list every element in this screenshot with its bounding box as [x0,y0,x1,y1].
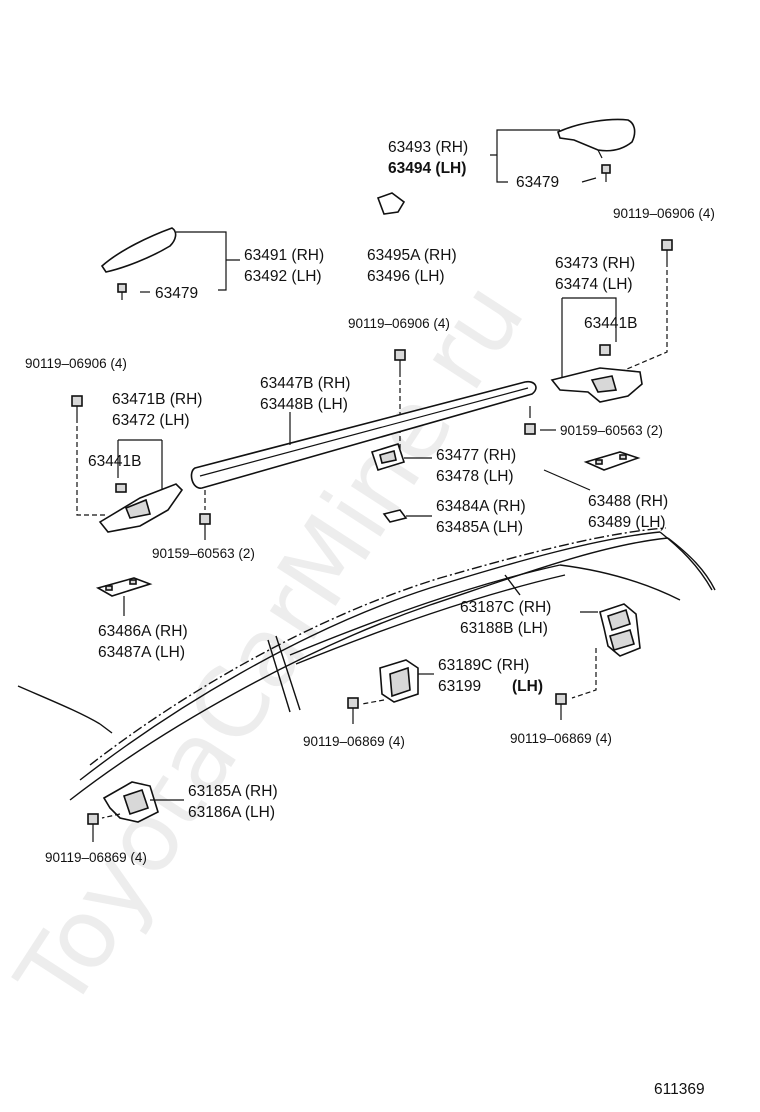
callout-63187c: 63187C (RH) [460,599,551,616]
callout-90159-60563-left: 90159–60563 (2) [152,546,255,561]
bolt-90159-60563-left [199,490,211,540]
callout-90119-06906-left: 90119–06906 (4) [25,356,127,371]
bolt-90119-06906-right [661,239,673,262]
callout-63441b-right: 63441B [584,315,637,332]
clip-63495a [376,192,406,215]
bolt-90119-06869-left [87,813,99,842]
callout-63199: 63199 [438,678,481,695]
bolt-90159-60563-right [524,406,536,435]
callout-63199-lh: (LH) [512,678,543,695]
front-rail-base-63471b [98,483,184,533]
callout-63495a: 63495A (RH) [367,247,457,264]
callout-63448b: 63448B (LH) [260,396,348,413]
bolt-90119-06869-right [555,693,567,720]
callout-90159-60563-right: 90159–60563 (2) [560,423,663,438]
callout-63488: 63488 (RH) [588,493,668,510]
pad-63488 [583,451,641,471]
pad-63486a [95,577,153,597]
callout-63186a: 63186A (LH) [188,804,275,821]
callout-63185a: 63185A (RH) [188,783,278,800]
callout-63492: 63492 (LH) [244,268,322,285]
bracket-63477 [370,443,406,471]
callout-63447b: 63447B (RH) [260,375,350,392]
clip-63484a [382,509,408,523]
callout-63484a: 63484A (RH) [436,498,526,515]
leader-63491 [176,231,240,291]
bracket-63187c [599,603,641,657]
callout-63485a: 63485A (LH) [436,519,523,536]
bolt-90119-06869-mid [347,697,359,724]
callout-63493: 63493 (RH) [388,139,468,156]
figure-id: 611369 [654,1081,705,1098]
callout-63471b: 63471B (RH) [112,391,202,408]
callout-63478: 63478 (LH) [436,468,514,485]
leader-63493 [490,129,560,183]
bolt-90119-06906-mid [394,349,406,372]
callout-63491: 63491 (RH) [244,247,324,264]
callout-90119-06906-right: 90119–06906 (4) [613,206,715,221]
callout-63472: 63472 (LH) [112,412,190,429]
callout-63188b: 63188B (LH) [460,620,548,637]
callout-63487a: 63487A (LH) [98,644,185,661]
callout-90119-06906-mid: 90119–06906 (4) [348,316,450,331]
callout-63189c: 63189C (RH) [438,657,529,674]
callout-63494: 63494 (LH) [388,160,466,177]
callout-90119-06869-left: 90119–06869 (4) [45,850,147,865]
roof-rail-63447b [190,380,537,489]
callout-63479-top: 63479 [516,174,559,191]
leader-63479-top [581,177,597,183]
callout-63477: 63477 (RH) [436,447,516,464]
callout-63489: 63489 (LH) [588,514,666,531]
callout-63474: 63474 (LH) [555,276,633,293]
bracket-63185a [102,781,159,823]
end-cover-63493 [557,118,636,182]
rear-rail-base-63473 [550,344,643,403]
bolt-90119-06906-left [71,395,83,418]
callout-63496: 63496 (LH) [367,268,445,285]
callout-90119-06869-mid: 90119–06869 (4) [303,734,405,749]
bracket-63189c [379,659,419,703]
callout-90119-06869-right: 90119–06869 (4) [510,731,612,746]
callout-63473: 63473 (RH) [555,255,635,272]
callout-63441b-left: 63441B [88,453,141,470]
callout-63486a: 63486A (RH) [98,623,188,640]
end-cover-63491 [100,227,177,300]
callout-63479-left: 63479 [155,285,198,302]
vehicle-roof-outline [17,527,716,801]
